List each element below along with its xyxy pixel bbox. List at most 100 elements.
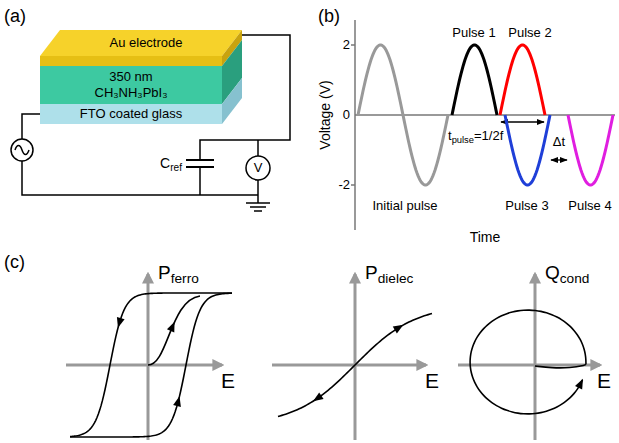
gold-top-face [40, 30, 242, 56]
voltmeter-label: V [254, 160, 263, 175]
x-axis [272, 364, 426, 367]
glass-front-face [40, 104, 222, 124]
capacitor-plate [186, 159, 214, 161]
y-axis [354, 274, 357, 440]
curve-arrowhead [114, 317, 124, 329]
axis-title: E [425, 369, 439, 392]
axis-title: E [425, 369, 439, 393]
axis-title: E [221, 369, 235, 392]
wire [257, 195, 259, 203]
voltage-axes [351, 20, 615, 230]
x-axis [355, 114, 615, 116]
loop-axes [66, 274, 600, 440]
delay-arrow [551, 159, 567, 160]
curve-arrowhead [173, 395, 183, 407]
pulse-label: Pulse 4 [568, 198, 611, 213]
axis-title: Q [545, 262, 560, 283]
delay-label: Δt [553, 135, 565, 150]
tick [351, 184, 355, 186]
panel-label: (c) [4, 252, 25, 273]
ground-symbol [254, 210, 262, 212]
device-stack [40, 30, 242, 124]
perovskite-front-face [40, 66, 222, 104]
y-axis [354, 20, 356, 230]
y-axis [147, 274, 150, 440]
layer-box: Au electrode [62, 31, 230, 55]
pulse-label: Pulse 4 [568, 199, 611, 214]
ac-source-wave [15, 146, 29, 155]
axis-title: Time [470, 229, 501, 245]
layer-label: Au electrode [110, 35, 183, 51]
axis-title: E [597, 369, 611, 393]
subscript: ref [170, 162, 182, 173]
pulse-label: Pulse 1 [452, 26, 495, 41]
pulse-label: Pulse 2 [508, 25, 551, 40]
ground-symbol [246, 202, 270, 204]
tick-label: 0 [343, 108, 350, 123]
dielectric-curve [278, 314, 432, 417]
panel-label: (b) [318, 6, 340, 26]
tick-label: -2 [338, 178, 350, 193]
panel-label: (a) [4, 6, 26, 27]
subscript: cond [560, 271, 590, 286]
subscript: dielec [378, 271, 414, 286]
pulse-label: Initial pulse [372, 198, 437, 213]
gold-front-face [40, 56, 222, 66]
conduction-loop [470, 310, 586, 414]
curve-arrowhead [167, 320, 178, 332]
axis-title: Pferro [158, 262, 199, 287]
axis-title: E [597, 369, 611, 392]
layer-box: FTO coated glass [40, 104, 222, 124]
pulse-width-label: t [448, 128, 452, 143]
axis-title: E [221, 369, 235, 393]
pulse-label: Initial pulse [372, 199, 437, 214]
pulse-two-wave [500, 45, 545, 115]
x-axis [66, 364, 222, 367]
pulse-label: Pulse 2 [508, 26, 551, 41]
initial-polarisation-curve [148, 296, 200, 365]
curve-arrowhead [311, 392, 324, 404]
pulse-width-label: tpulse=1/2f [447, 129, 504, 146]
hysteresis-branch [70, 293, 232, 437]
subscript: ferro [171, 271, 199, 286]
voltmeter-label: V [254, 161, 263, 176]
tick-label: 0 [343, 107, 350, 122]
pulse-label: Pulse 1 [452, 25, 495, 40]
tick-label: 2 [343, 38, 350, 53]
layer-label: 350 nm CH₃NH₃PbI₃ [76, 69, 186, 100]
capacitor-label: C [160, 155, 170, 171]
hysteresis-branch [70, 293, 232, 437]
axis-title: Voltage (V) [317, 80, 333, 149]
tick-label: -2 [338, 177, 350, 192]
delay-label: Δt [553, 134, 565, 149]
curve-arrowhead [393, 321, 406, 333]
pulse-three-wave [505, 115, 550, 185]
wire [199, 167, 201, 195]
axis-title: Pdielec [365, 262, 413, 287]
panel-label: (c) [4, 252, 25, 272]
capacitor-label: Cref [160, 155, 182, 174]
wire [22, 114, 40, 139]
panel-label: (b) [318, 6, 340, 27]
panel-label: (a) [4, 6, 26, 26]
ground-symbol [250, 206, 266, 208]
ac-source-symbol [11, 139, 33, 161]
y-axis [534, 274, 537, 440]
glass-side-face [222, 78, 242, 124]
subscript: pulse [452, 135, 474, 145]
pulse-label: Pulse 3 [505, 199, 548, 214]
axis-title: P [365, 262, 378, 283]
axis-title: Time [470, 229, 501, 245]
pulse-four-wave [568, 115, 613, 185]
layer-box: 350 nm CH₃NH₃PbI₃ [40, 66, 222, 104]
axis-title: P [158, 262, 171, 283]
curve-arrowhead [575, 377, 587, 390]
tick-label: 2 [343, 37, 350, 52]
initial-pulse-wave [358, 45, 448, 185]
wire [200, 35, 290, 160]
tick [351, 44, 355, 46]
wire [257, 140, 259, 156]
wire [22, 161, 258, 195]
